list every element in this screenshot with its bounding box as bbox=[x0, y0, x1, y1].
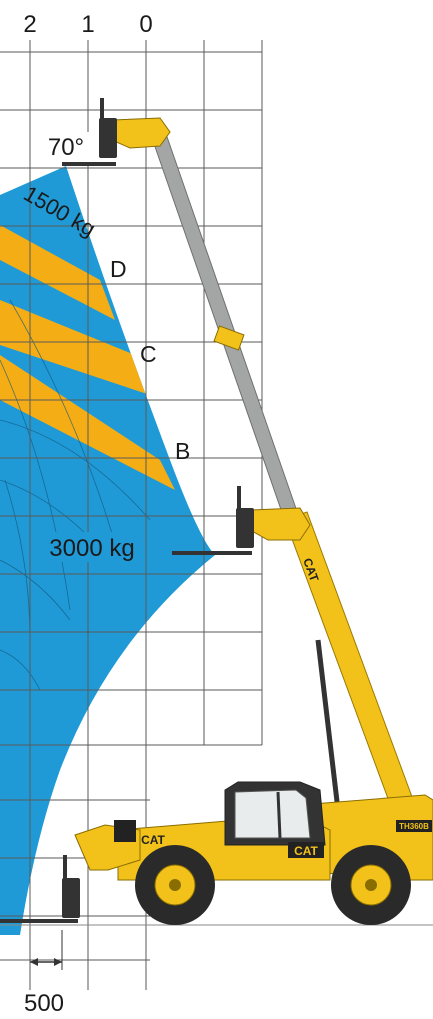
zone-label-c: C bbox=[140, 341, 157, 367]
telehandler-machine: CAT CAT TH360B bbox=[74, 781, 433, 925]
front-brand-label: CAT bbox=[141, 833, 165, 847]
fork-carriage-middle bbox=[172, 486, 254, 555]
zone-label-b: B bbox=[175, 438, 190, 464]
fork-carriage-ground bbox=[0, 855, 80, 923]
tick-label-1: 1 bbox=[81, 11, 94, 38]
lift-cylinder bbox=[315, 639, 341, 811]
boom-head-mid bbox=[249, 507, 311, 541]
load-label-middle-background bbox=[46, 532, 138, 562]
load-label-middle: 3000 kg bbox=[49, 535, 134, 562]
boom-head-top bbox=[111, 117, 171, 149]
boom-mid-collar bbox=[213, 325, 245, 351]
side-brand-plate bbox=[288, 842, 324, 858]
cab-window-pillar bbox=[276, 791, 282, 839]
zone-labels: D C B bbox=[110, 256, 190, 464]
rear-wheel-hub bbox=[365, 879, 377, 891]
dimension-label-500: 500 bbox=[24, 990, 64, 1017]
top-axis: 2 1 0 bbox=[23, 11, 152, 38]
angle-label-background bbox=[40, 132, 92, 162]
angle-label: 70° bbox=[48, 134, 84, 161]
envelope-yellow-band-d bbox=[0, 225, 115, 320]
model-plate bbox=[396, 820, 432, 832]
model-label: TH360B bbox=[399, 822, 429, 831]
front-wheel-hub bbox=[169, 879, 181, 891]
bottom-dimension: 500 bbox=[24, 930, 64, 1017]
cab-window bbox=[234, 789, 311, 839]
tick-label-0: 0 bbox=[139, 11, 152, 38]
boom-outer-section bbox=[284, 511, 416, 813]
envelope-yellow-band-c bbox=[0, 300, 150, 395]
zone-label-d: D bbox=[110, 256, 127, 282]
side-brand-label: CAT bbox=[294, 844, 318, 858]
envelope-arc-lines bbox=[0, 299, 151, 691]
front-hydraulic-block bbox=[114, 820, 136, 842]
fork-carriage-top bbox=[62, 98, 117, 166]
telescopic-boom: CAT bbox=[111, 117, 416, 813]
tick-label-2: 2 bbox=[23, 11, 36, 38]
